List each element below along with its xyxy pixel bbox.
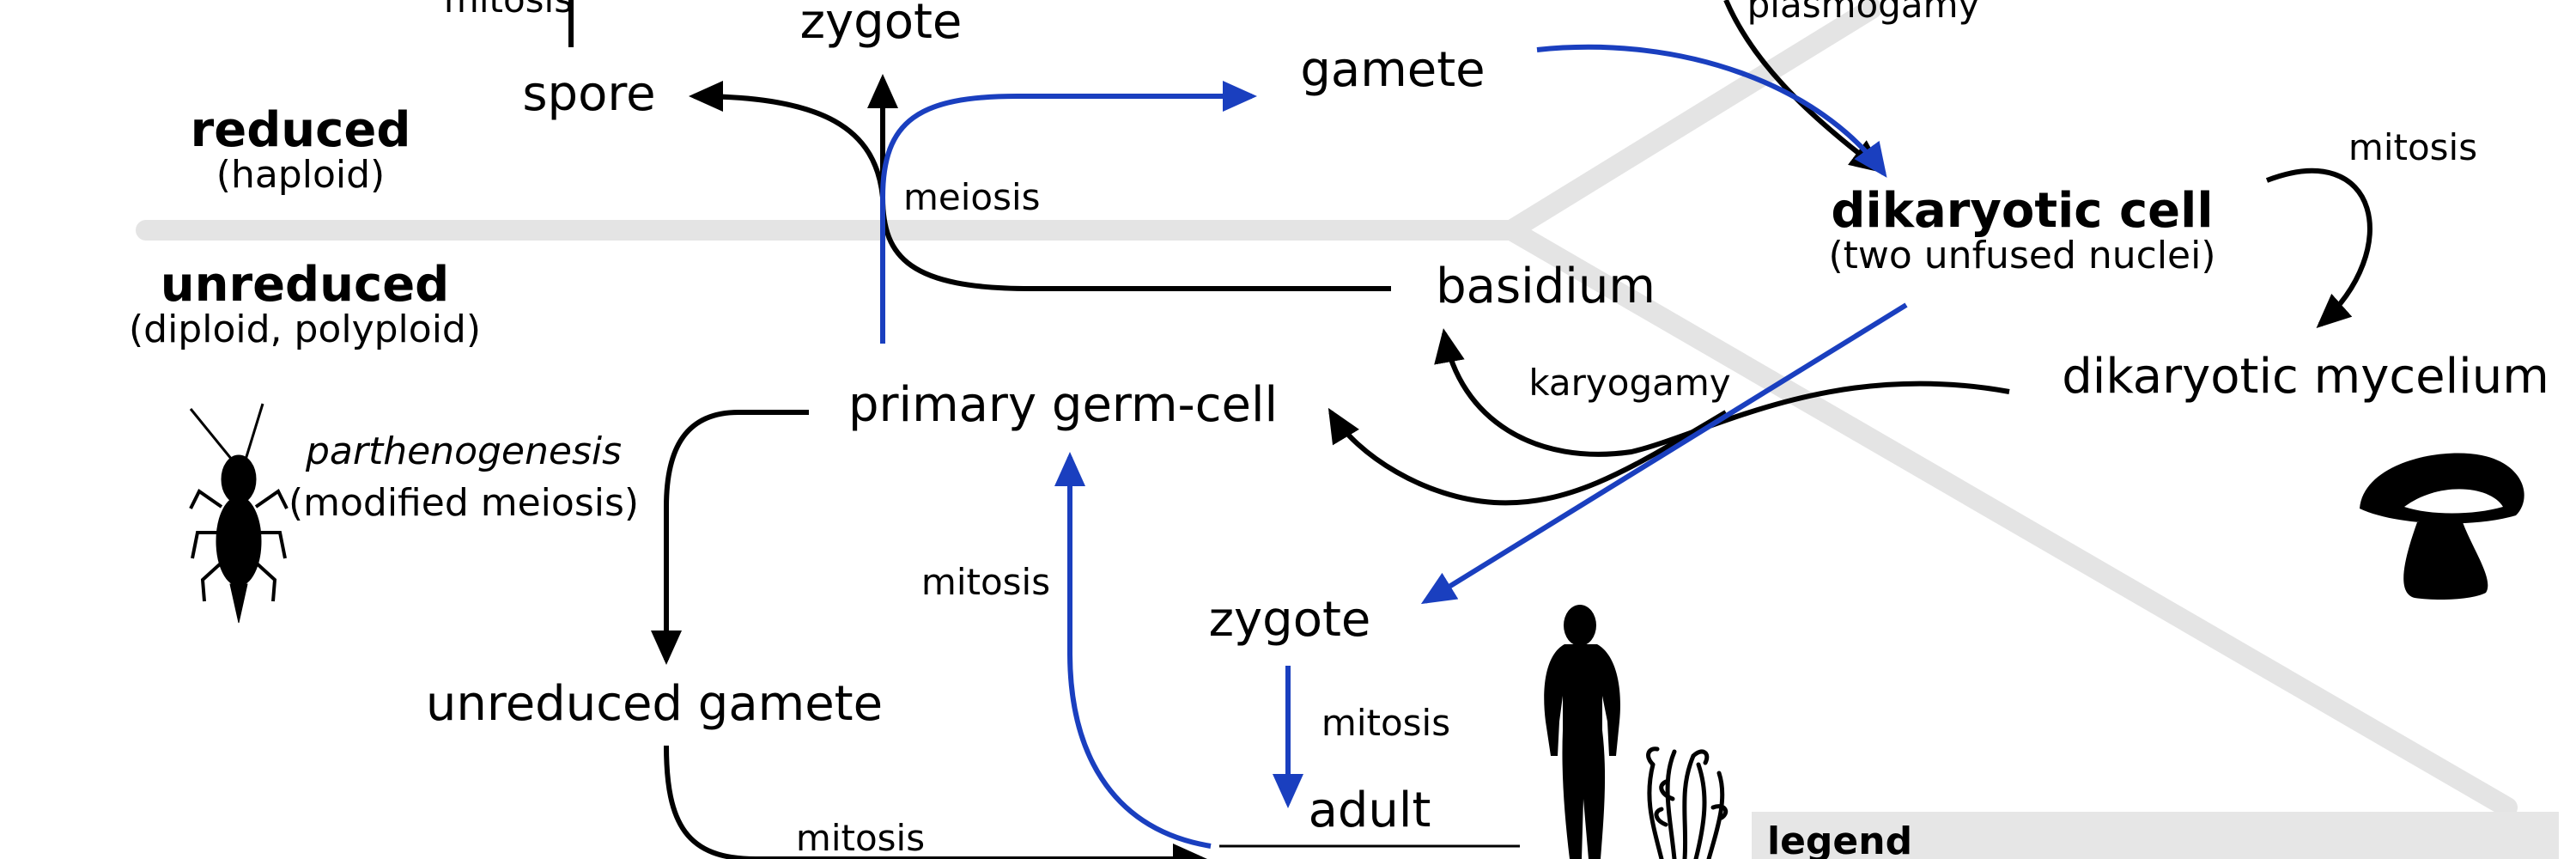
arrow-dikaryotic-cell-to-zygote [1420,302,1908,605]
arrow-germ-cell-to-unreduced-gamete [651,410,809,665]
node-parthenogenesis: parthenogenesis [305,430,622,473]
node-primary-germ-cell: primary germ-cell [848,377,1278,433]
process-mitosis-dikaryon: mitosis [2348,126,2477,168]
node-unreduced-gamete: unreduced gamete [426,676,883,732]
node-dikaryotic-mycelium: dikaryotic mycelium [2062,349,2549,405]
region-reduced-title: reduced [191,102,411,158]
insect-silhouette-icon [189,403,289,624]
process-plasmogamy: plasmogamy [1747,0,1980,26]
process-mitosis-zygote: mitosis [1321,702,1450,744]
node-parthenogenesis-subtitle: (modified meiosis) [289,481,639,525]
process-meiosis: meiosis [903,176,1041,218]
process-mitosis-top-left: mitosis [444,0,573,21]
arrow-unreduced-gamete-mitosis [664,745,1207,859]
node-dikaryotic-cell: dikaryotic cell [1831,183,2213,239]
mushroom-silhouette-icon [2360,453,2524,600]
process-mitosis-germ: mitosis [921,561,1050,603]
process-mitosis-bottom: mitosis [796,817,925,859]
node-adult: adult [1309,783,1431,838]
legend-title: legend [1767,819,1912,859]
region-unreduced-subtitle: (diploid, polyploid) [129,308,481,351]
arrow-meiosis-to-gamete [880,81,1257,198]
node-gamete: gamete [1300,42,1485,98]
node-zygote-mid: zygote [1209,592,1371,648]
node-basidium: basidium [1436,259,1656,314]
seaweed-silhouette-icon [1646,746,1728,859]
arrow-dikaryon-mitosis-loop [2265,168,2372,329]
arrow-mycelium-to-germ-cell [1327,407,1728,506]
arrow-plasmogamy [1723,0,1885,174]
arrow-gamete-to-dikaryotic-cell [1536,44,1887,178]
region-unreduced-title: unreduced [161,257,450,313]
process-karyogamy: karyogamy [1528,362,1730,404]
arrow-mycelium-karyogamy-basidium [1434,328,2010,457]
arrow-meiosis-to-spore [689,81,885,198]
region-reduced-subtitle: (haploid) [216,153,385,197]
ploidy-boundary-band [136,0,2518,818]
human-silhouette-icon [1544,605,1620,859]
node-zygote-top: zygote [800,0,963,50]
arrow-adult-to-germ-cell [1054,452,1212,849]
node-dikaryotic-cell-subtitle: (two unfused nuclei) [1828,234,2215,277]
legend-box [1752,812,2559,859]
node-spore: spore [522,66,655,122]
